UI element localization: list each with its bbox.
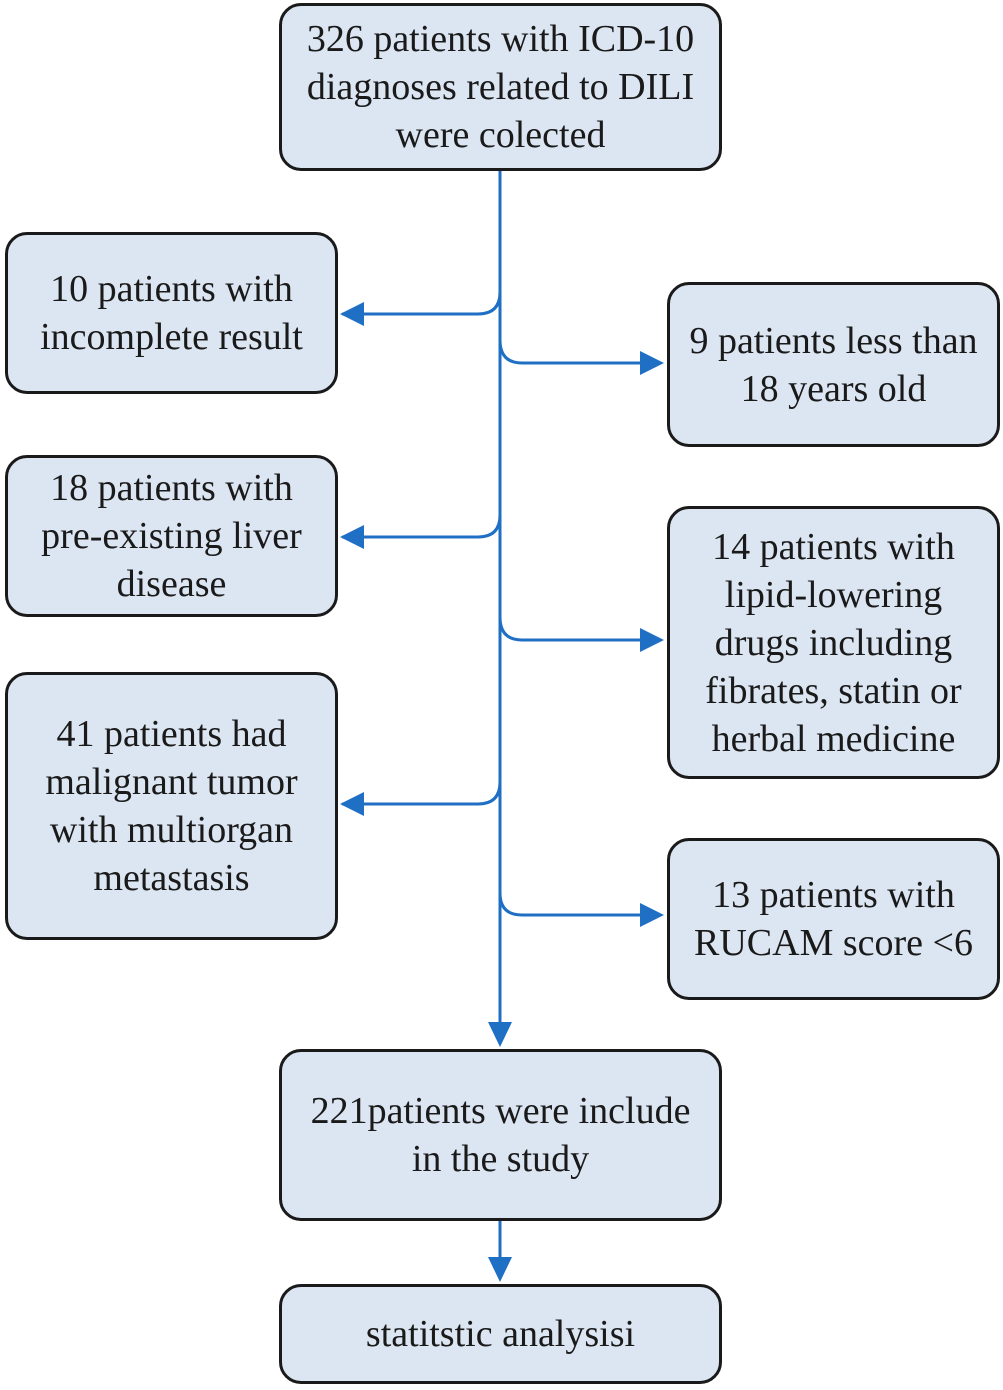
arrowhead-analysis xyxy=(488,1257,512,1282)
exclusion-age-under-18: 9 patients less than 18 years old xyxy=(667,282,1000,447)
exclusion-rucam-score: 13 patients with RUCAM score <6 xyxy=(667,838,1000,1000)
exclusion-incomplete-result: 10 patients with incomplete result xyxy=(5,232,338,394)
statistic-analysis-node: statitstic analysisi xyxy=(279,1284,722,1384)
arrowhead-liver-disease xyxy=(340,525,364,549)
arrow-to-lipid-drugs xyxy=(498,616,650,642)
arrow-to-age-exclusion xyxy=(498,339,650,365)
exclusion-pre-existing-liver-disease: 18 patients with pre-existing liver dise… xyxy=(5,455,338,617)
exclusion-malignant-tumor: 41 patients had malignant tumor with mul… xyxy=(5,672,338,940)
arrowhead-incomplete-result xyxy=(340,302,364,326)
exclusion-lipid-lowering-drugs: 14 patients with lipid-lowering drugs in… xyxy=(667,506,1000,779)
arrowhead-malignant-tumor xyxy=(340,792,364,816)
arrow-to-incomplete-result xyxy=(342,291,502,316)
arrowhead-age-exclusion xyxy=(640,351,664,375)
arrowhead-included xyxy=(488,1022,512,1047)
included-patients-node: 221patients were include in the study xyxy=(279,1049,722,1221)
arrow-to-malignant-tumor xyxy=(342,781,502,806)
arrowhead-lipid-drugs xyxy=(640,628,664,652)
arrowhead-rucam-score xyxy=(640,903,664,927)
start-node-collected-patients: 326 patients with ICD-10 diagnoses relat… xyxy=(279,3,722,171)
arrow-to-liver-disease xyxy=(342,514,502,539)
arrow-to-rucam-score xyxy=(498,892,650,917)
